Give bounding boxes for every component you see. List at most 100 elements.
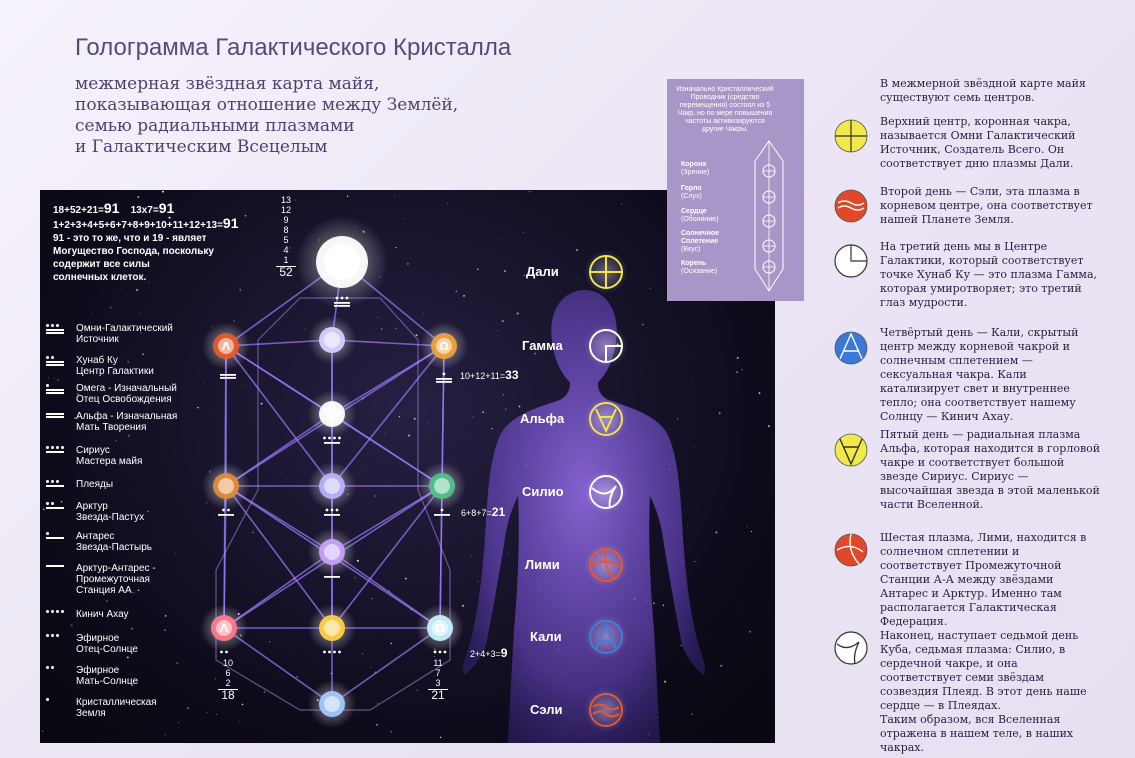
alpha-icon: [584, 397, 628, 441]
maya-number-glyph: [46, 480, 74, 492]
maya-number-glyph: [323, 650, 341, 654]
crystal-item-sense: (Осязание): [681, 268, 718, 275]
subtitle-line: и Галактическим Всецелым: [75, 137, 328, 157]
legend-label: Кинич Ахау: [76, 609, 129, 620]
legend-label: Источник: [76, 334, 119, 345]
column-number: 7: [435, 668, 441, 678]
legend-label: Промежуточная: [76, 574, 150, 585]
maya-number-glyph: [46, 502, 74, 514]
maya-number-glyph: [324, 576, 340, 578]
paragraph-gamma: На третий день мы в Центре Галактики, ко…: [880, 240, 1098, 309]
crystal-item-heart: Сердце(Обоняние): [681, 208, 718, 224]
aa-station-node: [308, 528, 356, 576]
omni-galactic-source-star: [296, 216, 388, 308]
equation-text: 2+4+3=: [470, 649, 501, 659]
crystal-item-root: Корень(Осязание): [681, 260, 717, 276]
paragraph-intro: В межмерной звёздной карте майя существу…: [880, 77, 1086, 104]
limi-plasma-icon: [834, 533, 868, 567]
crystal-earth-node: [308, 680, 356, 728]
equation-result: 21: [491, 505, 506, 519]
crystal-item-sense: (Слух): [681, 193, 702, 200]
maya-number-glyph: [220, 374, 236, 379]
maya-number-glyph: [46, 384, 74, 396]
column-number: 12: [280, 205, 291, 215]
maya-number-glyph: [46, 634, 74, 646]
column-number: 3: [435, 678, 441, 688]
legend-label: Сириус: [76, 445, 110, 456]
crystal-item-name: Сердце: [681, 208, 707, 215]
maya-number-glyph: [220, 650, 228, 654]
info-sum-a: 18+52+21=: [53, 205, 104, 216]
legend-label: Эфирное: [76, 633, 120, 644]
subtitle-line: межмерная звёздная карта майя,: [75, 74, 380, 94]
kali-plasma-icon: [834, 331, 868, 365]
crystal-item-name: Солнечное Сплетение: [681, 230, 720, 245]
node-glyph: Λ: [222, 340, 231, 353]
maya-number-glyph: [433, 650, 447, 654]
gamma-equation: 10+12+11=33: [460, 368, 519, 382]
dali-plasma-icon: [834, 119, 868, 153]
crystal-item-sense: (Обоняние): [681, 216, 719, 223]
omega-node: Ω: [420, 322, 468, 370]
legend-label: Мастера майя: [76, 456, 143, 467]
sirius-node: [308, 390, 356, 438]
info-line: солнечных клеток.: [53, 272, 147, 283]
kali-equation: 2+4+3=9: [470, 646, 507, 660]
crystal-body-inset: Изначально Кристаллический Проводник (ср…: [667, 79, 804, 301]
legend-label: Мать-Солнце: [76, 676, 139, 687]
paragraph-conclusion: Таким образом, вся Вселенная отражена в …: [880, 713, 1074, 754]
numerology-info: 18+52+21=91 13x7=91 1+2+3+4+5+6+7+8+9+10…: [53, 200, 239, 284]
hunab-ku-node: [308, 316, 356, 364]
maya-number-glyph: [46, 532, 74, 544]
crystal-item-solar-plexus: Солнечное Сплетение(Вкус): [681, 230, 741, 254]
info-total-c: 91: [222, 215, 239, 231]
maya-number-glyph: [218, 508, 234, 516]
chakra-label-gamma: Гамма: [522, 338, 563, 353]
legend-label: Звезда-Пастырь: [76, 542, 152, 553]
column-total: 21: [428, 689, 448, 701]
paragraph-seli: Второй день — Сэли, эта плазма в корнево…: [880, 185, 1093, 226]
paragraph-alpha: Пятый день — радиальная плазма Альфа, ко…: [880, 428, 1101, 511]
bottom-left-number-column: 10 6 2 18: [218, 658, 238, 701]
legend-label: Эфирное: [76, 665, 120, 676]
column-number: 4: [283, 245, 289, 255]
chakra-label-limi: Лими: [525, 557, 560, 572]
legend-label: Арктур: [76, 501, 108, 512]
maya-number-glyph: [46, 610, 74, 622]
limi-icon: [584, 543, 628, 587]
maya-number-glyph: [334, 296, 350, 307]
info-sum-c: 1+2+3+4+5+6+7+8+9+10+11+12+13=: [53, 220, 223, 231]
maya-number-glyph: [436, 372, 452, 383]
info-total-a: 91: [103, 200, 120, 216]
kali-icon: [584, 615, 628, 659]
column-number: 10: [222, 658, 233, 668]
page-subtitle: межмерная звёздная карта майя, показываю…: [75, 74, 458, 158]
bottom-right-number-column: 11 7 3 21: [428, 658, 448, 701]
antares-node: [418, 462, 466, 510]
column-number: 11: [433, 658, 443, 668]
legend-label: Плеяды: [76, 479, 114, 490]
info-total-b: 91: [158, 200, 175, 216]
paragraph-dali: Верхний центр, коронная чакра, называетс…: [880, 115, 1076, 170]
seli-plasma-icon: [834, 189, 868, 223]
maya-number-glyph: [434, 508, 450, 516]
column-number: 6: [225, 668, 231, 678]
node-glyph: Ω: [439, 340, 449, 353]
seli-icon: [584, 688, 628, 732]
equation-result: 9: [500, 646, 508, 660]
arcturus-node: [202, 462, 250, 510]
legend-label: Центр Галактики: [76, 366, 154, 377]
crystal-diagram: [754, 140, 784, 292]
info-line: 91 - это то же, что и 19 - являет: [53, 233, 207, 244]
maya-number-glyph: [46, 564, 74, 576]
maya-number-glyph: [323, 436, 341, 444]
legend-label: Арктур-Антарес -: [76, 563, 156, 574]
crystal-item-crown: Корона(Зрение): [681, 161, 709, 177]
silio-equation: 6+8+7=21: [461, 505, 505, 519]
dali-icon: [584, 250, 628, 294]
maya-number-glyph: [324, 508, 340, 516]
legend-label: Альфа - Изначальная: [76, 411, 178, 422]
legend-label: Кристаллическая: [76, 697, 157, 708]
maya-number-glyph: [46, 446, 74, 458]
